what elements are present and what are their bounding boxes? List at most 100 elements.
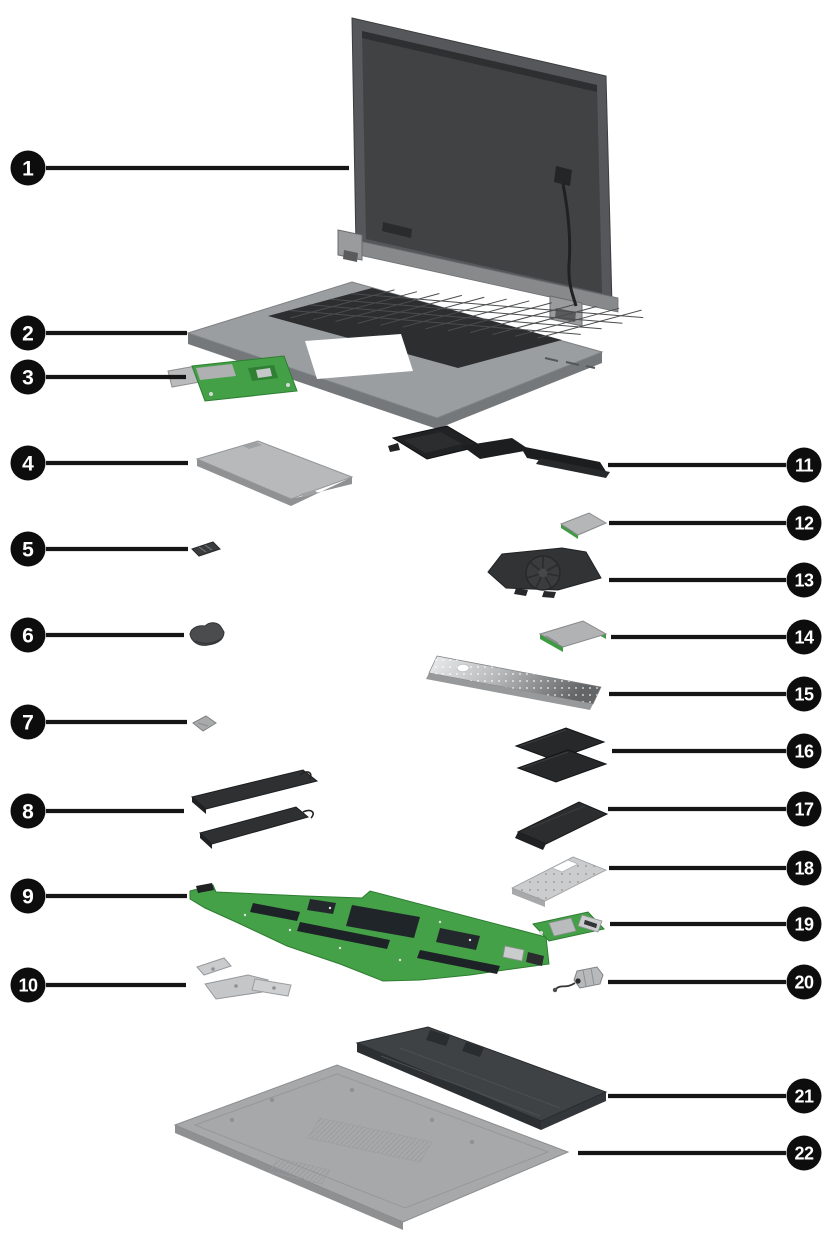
callout-number: 19 bbox=[794, 915, 814, 935]
keyboard-grid-line bbox=[514, 307, 620, 337]
board-chip bbox=[436, 928, 480, 950]
solder-dot bbox=[338, 946, 342, 950]
part-card-reader-board bbox=[167, 355, 298, 402]
callout-badge bbox=[10, 150, 46, 186]
callout-badge bbox=[786, 733, 822, 769]
part-wwan-module bbox=[538, 620, 608, 652]
callout-badge bbox=[10, 445, 46, 481]
solder-dot bbox=[438, 920, 442, 924]
callout-wlan-module: 12 bbox=[609, 505, 822, 541]
bottom-cover-inset bbox=[193, 1073, 550, 1209]
side-port-slot bbox=[585, 365, 596, 369]
fan-tab bbox=[542, 591, 556, 598]
part-nfc-module bbox=[191, 541, 221, 557]
keyboard-keys bbox=[268, 288, 562, 368]
barrel-ring bbox=[590, 967, 595, 986]
ssd-body bbox=[516, 801, 609, 845]
callout-touchpad: 4 bbox=[10, 445, 188, 481]
bottom-cover-side bbox=[175, 1125, 403, 1230]
callout-badge bbox=[786, 676, 822, 712]
display-cable-plug bbox=[554, 166, 572, 186]
board-connector bbox=[196, 883, 214, 893]
callout-number: 12 bbox=[794, 514, 814, 534]
screw-post bbox=[229, 1117, 235, 1123]
speaker-wire bbox=[302, 809, 314, 819]
part-keyboard-top-cover bbox=[186, 281, 644, 429]
cpu-chip bbox=[346, 905, 420, 938]
board-chip bbox=[307, 899, 336, 914]
memory-module bbox=[516, 749, 608, 783]
memory-edge bbox=[521, 751, 569, 769]
speaker-right-end bbox=[200, 833, 212, 849]
wlan-contacts bbox=[564, 526, 574, 533]
usb-port bbox=[502, 945, 525, 962]
screw-hole bbox=[286, 383, 290, 387]
shield-perforation bbox=[512, 857, 606, 901]
callout-battery: 21 bbox=[608, 1078, 822, 1114]
memory-module bbox=[514, 727, 606, 761]
speaker-right bbox=[198, 806, 310, 845]
part-bottom-cover bbox=[173, 1064, 570, 1230]
part-heat-sink bbox=[388, 425, 610, 478]
display-left-hinge-foot bbox=[343, 250, 358, 262]
small-module-detail bbox=[197, 722, 209, 727]
heatsink-flange bbox=[536, 458, 610, 478]
keyboard-grid-line bbox=[402, 298, 507, 328]
solder-dot bbox=[468, 938, 472, 942]
callout-fingerprint-reader: 6 bbox=[10, 617, 184, 653]
callout-badge bbox=[10, 617, 46, 653]
callout-badge bbox=[786, 619, 822, 655]
callout-badge bbox=[786, 906, 822, 942]
keyboard-grid-line bbox=[357, 294, 462, 324]
keyboard-grid-line bbox=[330, 298, 623, 324]
callout-badge bbox=[10, 359, 46, 395]
touchpad-cutout bbox=[305, 334, 413, 379]
fan-hub bbox=[538, 568, 548, 578]
display-screen bbox=[362, 31, 602, 293]
screw-post bbox=[469, 1139, 475, 1145]
part-fan bbox=[487, 547, 602, 598]
callout-number: 7 bbox=[22, 712, 34, 735]
part-display-assembly bbox=[337, 17, 619, 327]
screw-post bbox=[299, 1177, 305, 1183]
fingerprint-edge bbox=[194, 638, 222, 645]
keyboard-grid-line bbox=[290, 289, 395, 319]
nfc-detail bbox=[198, 546, 207, 553]
part-system-board bbox=[189, 883, 550, 982]
nfc-detail bbox=[204, 544, 213, 551]
callout-number: 1 bbox=[22, 158, 34, 181]
keyboard-grid-line bbox=[537, 309, 642, 339]
part-memory-modules bbox=[514, 727, 608, 783]
callout-number: 9 bbox=[22, 886, 34, 909]
nfc-board bbox=[191, 541, 221, 557]
dimm-slot bbox=[297, 922, 390, 949]
part-touchpad bbox=[195, 440, 354, 506]
callout-bracket-kit: 10 bbox=[10, 967, 186, 1003]
side-port-slot bbox=[544, 357, 559, 362]
callout-number: 8 bbox=[22, 801, 34, 824]
keyboard-grid-line bbox=[335, 293, 440, 323]
solder-dot bbox=[288, 928, 292, 932]
keyboard-grid-line bbox=[288, 309, 581, 335]
bracket-hole bbox=[234, 984, 238, 988]
callout-badge bbox=[10, 315, 46, 351]
solder-dot bbox=[243, 913, 247, 917]
callouts-layer: 1 2 3 4 5 6 7 bbox=[10, 150, 822, 1171]
callout-badge bbox=[786, 850, 822, 886]
part-battery bbox=[355, 1026, 608, 1130]
keyboard-grid-line bbox=[309, 304, 602, 330]
keyboard-grid-line bbox=[312, 291, 418, 321]
bracket-piece bbox=[251, 978, 292, 997]
callout-number: 16 bbox=[794, 742, 814, 762]
callout-badge bbox=[786, 447, 822, 483]
callout-number: 18 bbox=[794, 859, 814, 879]
connector-barrel bbox=[573, 966, 604, 989]
keyboard-grid-line bbox=[492, 305, 597, 335]
keyboard-grid-line bbox=[380, 296, 485, 326]
callout-number: 2 bbox=[22, 323, 34, 346]
part-ssd-shield bbox=[511, 856, 607, 907]
dimm-slot bbox=[250, 903, 300, 921]
screw-post bbox=[429, 1117, 435, 1123]
callout-number: 20 bbox=[794, 973, 814, 993]
